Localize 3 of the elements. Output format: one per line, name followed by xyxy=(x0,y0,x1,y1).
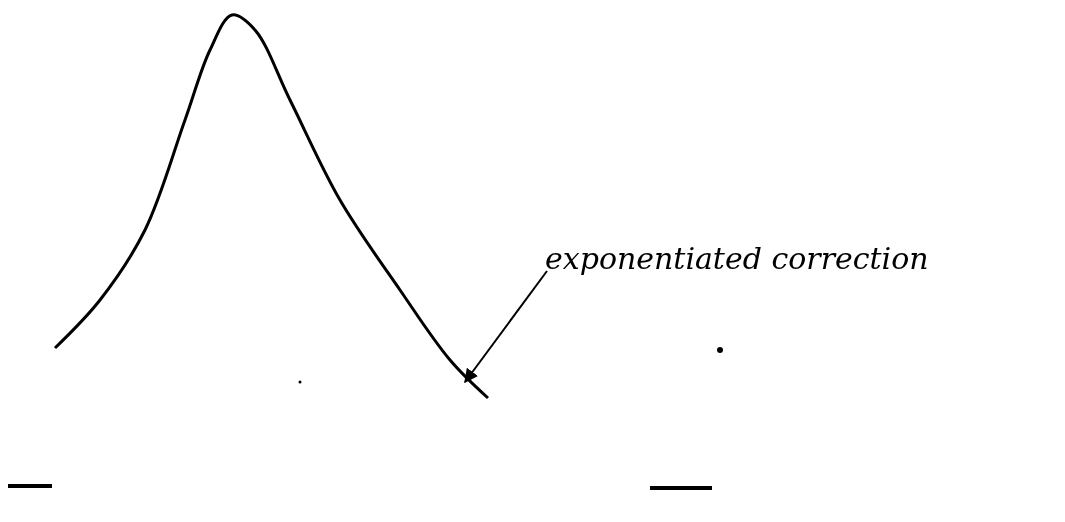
callout-label: exponentiated correction xyxy=(545,241,929,276)
leader-line xyxy=(464,270,548,384)
peak-curve xyxy=(53,13,489,400)
